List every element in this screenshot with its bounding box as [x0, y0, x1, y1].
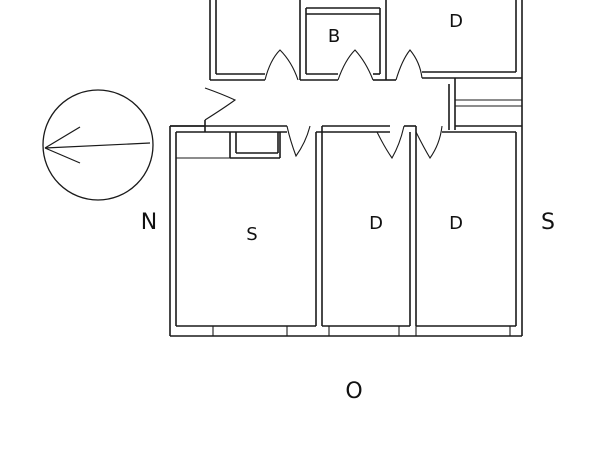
room-label-bottom-left: S [246, 224, 257, 245]
room-top-right [422, 0, 523, 79]
room-bathroom [299, 0, 387, 81]
orientation-south-label: S [541, 210, 555, 235]
room-top-left [209, 0, 265, 81]
room-bottom-middle [316, 125, 417, 327]
compass-arrow-icon [42, 89, 154, 201]
room-label-bottom-right: D [449, 213, 463, 234]
door-swings [204, 49, 443, 160]
room-label-bottom-middle: D [369, 213, 383, 234]
room-bottom-right [416, 106, 523, 336]
room-bottom-left [169, 125, 323, 336]
orientation-west-label: O [345, 379, 362, 404]
hallway [170, 78, 523, 132]
room-label-top-center: B [328, 26, 340, 47]
exterior-wall-west [170, 326, 522, 337]
orientation-north-label: N [141, 210, 157, 235]
room-label-top-right: D [449, 11, 463, 32]
